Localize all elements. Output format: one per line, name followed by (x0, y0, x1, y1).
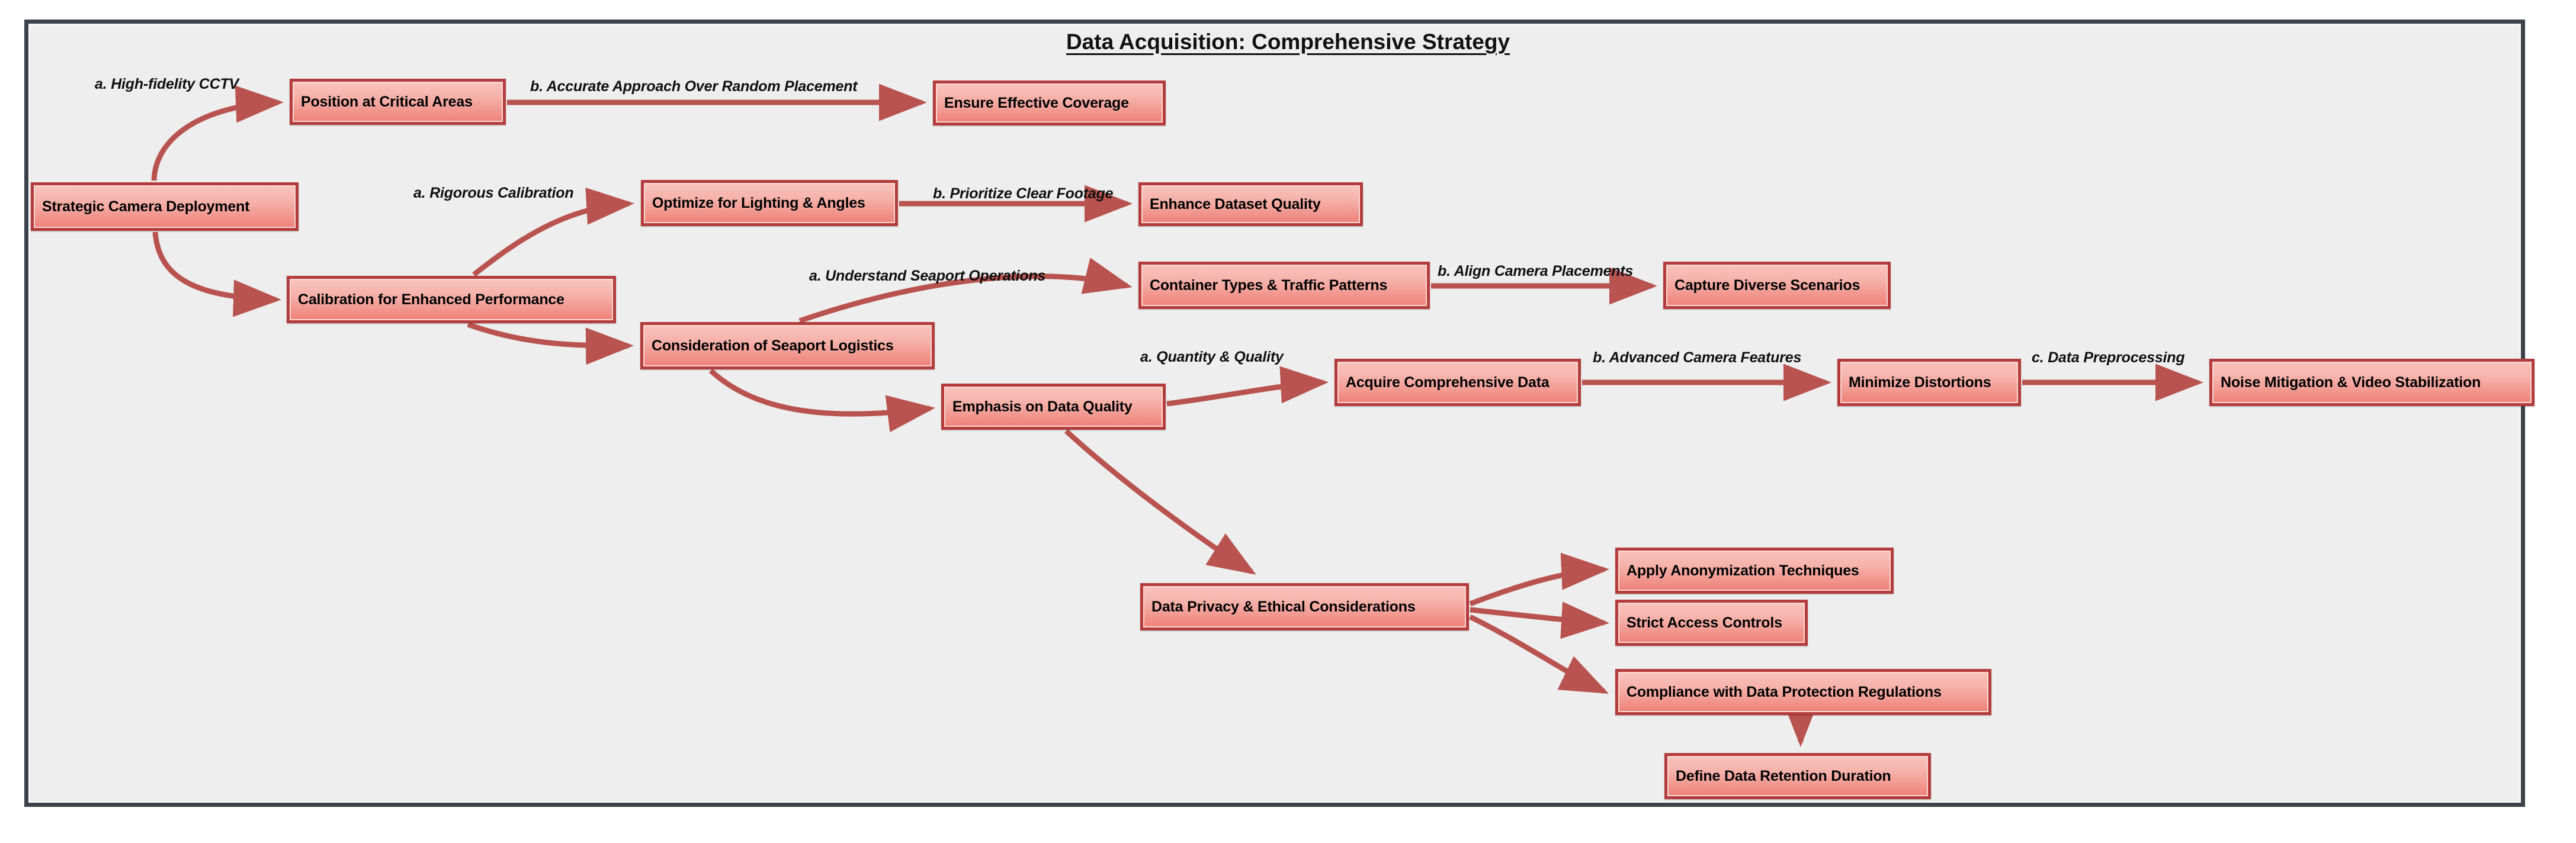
edge-label-data-preprocessing: c. Data Preprocessing (2032, 349, 2185, 366)
page-title: Data Acquisition: Comprehensive Strategy (1066, 30, 1510, 54)
node-strict-access-controls[interactable]: Strict Access Controls (1615, 600, 1808, 646)
node-container-types-traffic-patterns[interactable]: Container Types & Traffic Patterns (1138, 262, 1430, 309)
edge-label-understand-seaport-operations: a. Understand Seaport Operations (809, 268, 1046, 284)
node-consideration-of-seaport-logistics[interactable]: Consideration of Seaport Logistics (640, 322, 935, 369)
node-compliance-with-data-protection-regulations[interactable]: Compliance with Data Protection Regulati… (1615, 669, 1991, 715)
edge-label-high-fidelity-cctv: a. High-fidelity CCTV (95, 76, 239, 92)
node-strategic-camera-deployment[interactable]: Strategic Camera Deployment (31, 182, 299, 231)
node-data-privacy-ethical-considerations[interactable]: Data Privacy & Ethical Considerations (1140, 583, 1469, 630)
node-acquire-comprehensive-data[interactable]: Acquire Comprehensive Data (1334, 359, 1581, 406)
node-position-at-critical-areas[interactable]: Position at Critical Areas (290, 79, 506, 125)
edge-label-accurate-approach-over-random-placement: b. Accurate Approach Over Random Placeme… (530, 78, 858, 95)
node-define-data-retention-duration[interactable]: Define Data Retention Duration (1664, 753, 1931, 799)
node-apply-anonymization-techniques[interactable]: Apply Anonymization Techniques (1615, 548, 1894, 594)
edge-label-rigorous-calibration: a. Rigorous Calibration (413, 185, 574, 201)
node-capture-diverse-scenarios[interactable]: Capture Diverse Scenarios (1663, 262, 1891, 309)
node-enhance-dataset-quality[interactable]: Enhance Dataset Quality (1138, 182, 1363, 226)
edge-label-quantity-quality: a. Quantity & Quality (1140, 349, 1284, 365)
node-emphasis-on-data-quality[interactable]: Emphasis on Data Quality (941, 384, 1166, 430)
node-calibration-for-enhanced-performance[interactable]: Calibration for Enhanced Performance (287, 276, 616, 323)
edge-label-prioritize-clear-footage: b. Prioritize Clear Footage (933, 185, 1114, 202)
node-optimize-for-lighting-angles[interactable]: Optimize for Lighting & Angles (641, 180, 898, 226)
node-ensure-effective-coverage[interactable]: Ensure Effective Coverage (933, 81, 1166, 126)
node-minimize-distortions[interactable]: Minimize Distortions (1837, 359, 2021, 406)
edge-label-align-camera-placements: b. Align Camera Placements (1438, 263, 1634, 279)
edge-label-advanced-camera-features: b. Advanced Camera Features (1593, 349, 1802, 366)
diagram-frame (24, 20, 2525, 807)
node-noise-mitigation-video-stabilization[interactable]: Noise Mitigation & Video Stabilization (2209, 359, 2535, 406)
